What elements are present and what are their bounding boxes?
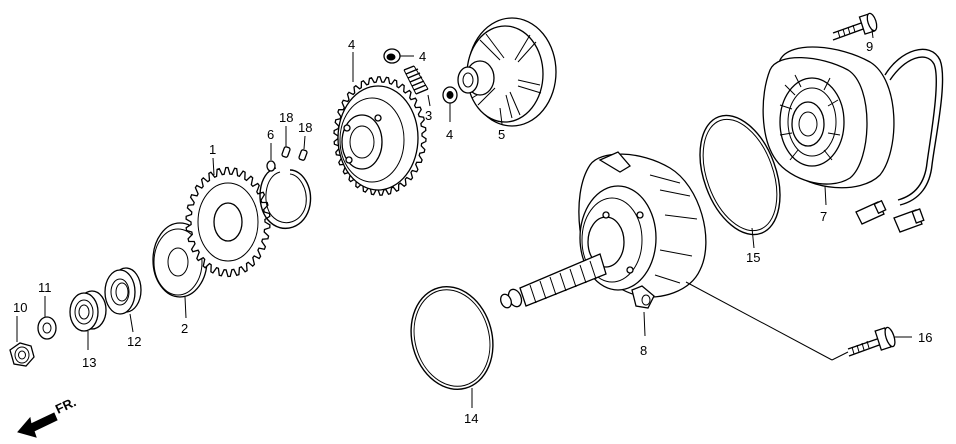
callout-10: 9 <box>866 39 873 54</box>
part-1-sprocket <box>185 157 271 278</box>
callout-9: 8 <box>640 343 647 358</box>
leader-17-tail <box>831 351 849 361</box>
callout-12: 11 <box>38 280 52 295</box>
callout-17: 16 <box>918 330 932 345</box>
part-16-o-ring <box>699 114 781 249</box>
part-4-cap-top <box>383 48 414 64</box>
part-14-bearing <box>69 290 107 350</box>
callout-16: 15 <box>746 250 760 265</box>
callout-4a: 4 <box>419 49 426 64</box>
part-9-housing-shaft <box>500 151 707 337</box>
callout-1: 1 <box>209 142 216 157</box>
front-direction-arrow: FR. <box>17 394 78 438</box>
part-18-pins <box>281 126 308 161</box>
part-10-bolt <box>832 12 878 41</box>
part-11-hex-nut <box>9 316 35 367</box>
callout-2: 2 <box>181 321 188 336</box>
part-8-stator-housing <box>762 46 944 233</box>
callout-18b: 18 <box>298 120 312 135</box>
part-13-collar <box>104 267 142 333</box>
part-6-clutch-outer <box>457 17 557 127</box>
part-4-cap-lower <box>442 86 458 122</box>
part-15-o-ring <box>410 286 494 408</box>
callout-14: 13 <box>82 355 96 370</box>
front-label: FR. <box>53 394 78 416</box>
part-5-clutch-gear <box>333 52 427 196</box>
callout-5: 4 <box>348 37 355 52</box>
callout-15: 14 <box>464 411 478 426</box>
callout-8: 7 <box>820 209 827 224</box>
callout-18a: 18 <box>279 110 293 125</box>
callout-13: 12 <box>127 334 141 349</box>
part-17-bolt <box>847 326 912 357</box>
part-3-spring <box>403 65 431 107</box>
callout-3: 3 <box>425 108 432 123</box>
callout-6: 5 <box>498 127 505 142</box>
callout-11: 10 <box>13 300 27 315</box>
part-12-washer <box>37 296 57 340</box>
callout-4b: 4 <box>446 127 453 142</box>
leader-9-17 <box>685 281 833 361</box>
part-7-circlip <box>259 143 312 230</box>
callout-7: 6 <box>267 127 274 142</box>
